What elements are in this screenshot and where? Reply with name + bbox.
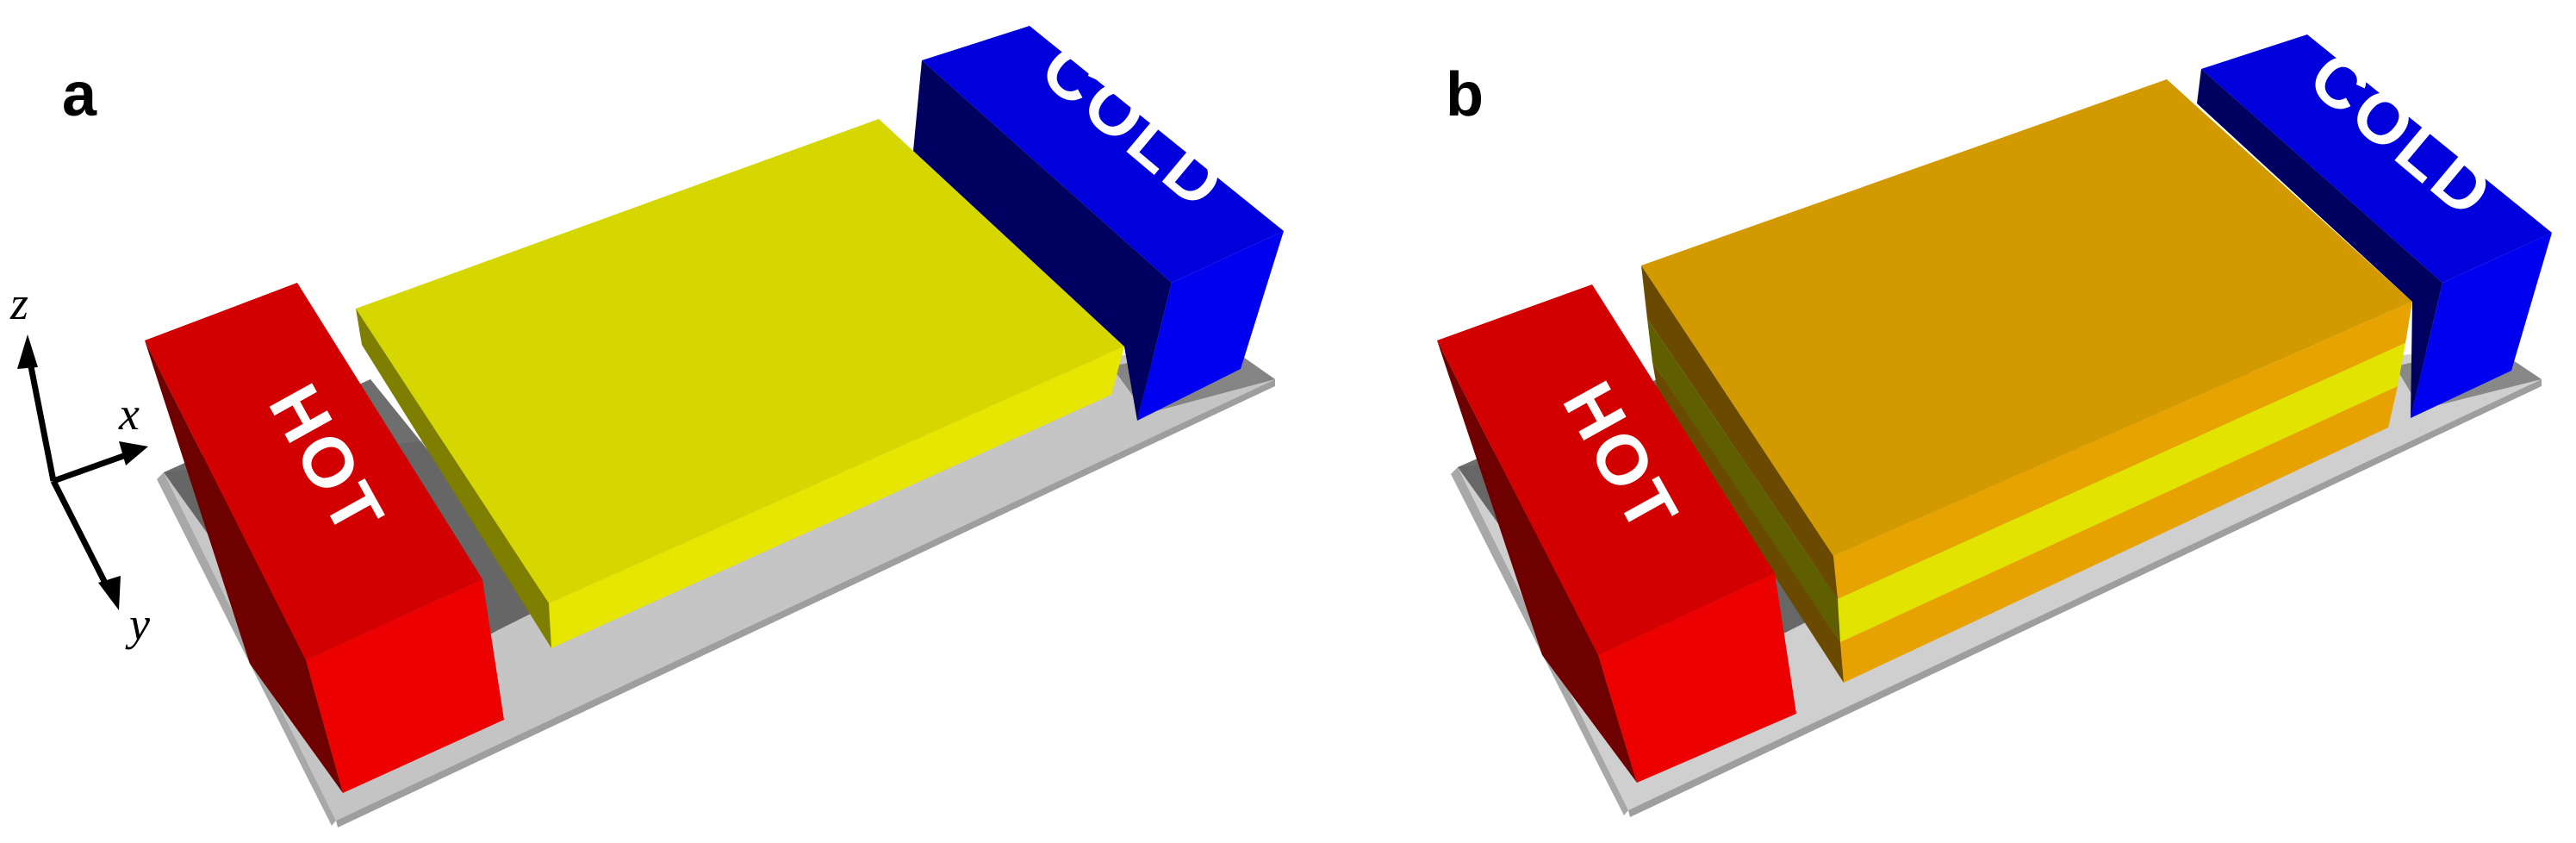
trilayer-slab-b	[1641, 79, 2412, 683]
slab-layer-bottom-orange	[1840, 386, 2398, 683]
panel-b: b HOT	[1437, 34, 2552, 817]
cold-side	[2197, 69, 2442, 418]
cold-front	[2411, 233, 2552, 418]
slab-layer-middle-yellow	[1838, 343, 2405, 642]
slab-side-top-orange	[1641, 265, 1838, 599]
y-axis-label: y	[125, 598, 150, 650]
yellow-slab-a	[356, 119, 1124, 648]
hot-top	[1437, 284, 1775, 655]
panel-a-label: a	[62, 60, 97, 129]
slab-side-middle-yellow	[1647, 319, 1840, 642]
hot-side	[145, 340, 343, 793]
axes-triad: z x y	[9, 278, 150, 650]
hot-block-a: HOT	[145, 283, 504, 793]
x-arrowhead	[119, 441, 148, 465]
cold-top	[922, 26, 1284, 283]
slab-side-bottom-orange	[1652, 362, 1844, 683]
slab-top-orange	[1641, 79, 2412, 556]
slab-layer-top-orange	[1833, 302, 2412, 599]
hot-front	[1598, 573, 1796, 783]
slab-top	[356, 119, 1124, 603]
y-arrowhead	[98, 576, 121, 610]
panel-b-label: b	[1446, 60, 1484, 129]
slab-front-face	[549, 347, 1124, 648]
cold-front	[1137, 231, 1284, 421]
cold-side	[913, 60, 1172, 421]
x-axis-label: x	[118, 388, 140, 440]
slab-side-face	[356, 309, 551, 648]
hot-side	[1437, 340, 1637, 783]
hot-block-b: HOT	[1437, 284, 1796, 783]
z-axis-label: z	[9, 278, 28, 329]
cold-top	[2201, 34, 2552, 283]
hot-top	[145, 283, 482, 660]
hot-front	[306, 579, 504, 793]
panel-a: a HOT COLD	[9, 26, 1284, 827]
z-arrowhead	[17, 334, 38, 369]
